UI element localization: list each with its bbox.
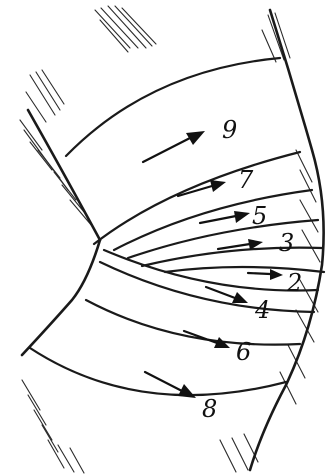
turn-label-9: 9 — [222, 116, 237, 144]
arrow-turn-2 — [248, 269, 283, 280]
arm-shading — [20, 6, 320, 473]
turn-arrows — [143, 131, 283, 398]
arrow-turn-7 — [178, 180, 226, 196]
turn-3-lower-edge — [142, 248, 322, 266]
turn-numbers: 9 7 5 3 2 4 6 8 — [202, 116, 302, 423]
turn-label-6: 6 — [236, 338, 251, 366]
turn-label-8: 8 — [202, 395, 217, 423]
bandage-turns — [30, 58, 324, 395]
turn-label-3: 3 — [279, 229, 294, 257]
turn-label-7: 7 — [238, 166, 254, 194]
turn-9-top-edge — [66, 58, 280, 156]
turn-label-5: 5 — [252, 202, 267, 230]
turn-label-4: 4 — [254, 296, 270, 324]
arrow-turn-6 — [184, 331, 230, 348]
turn-label-2: 2 — [286, 269, 302, 297]
arrow-turn-9 — [143, 131, 205, 162]
